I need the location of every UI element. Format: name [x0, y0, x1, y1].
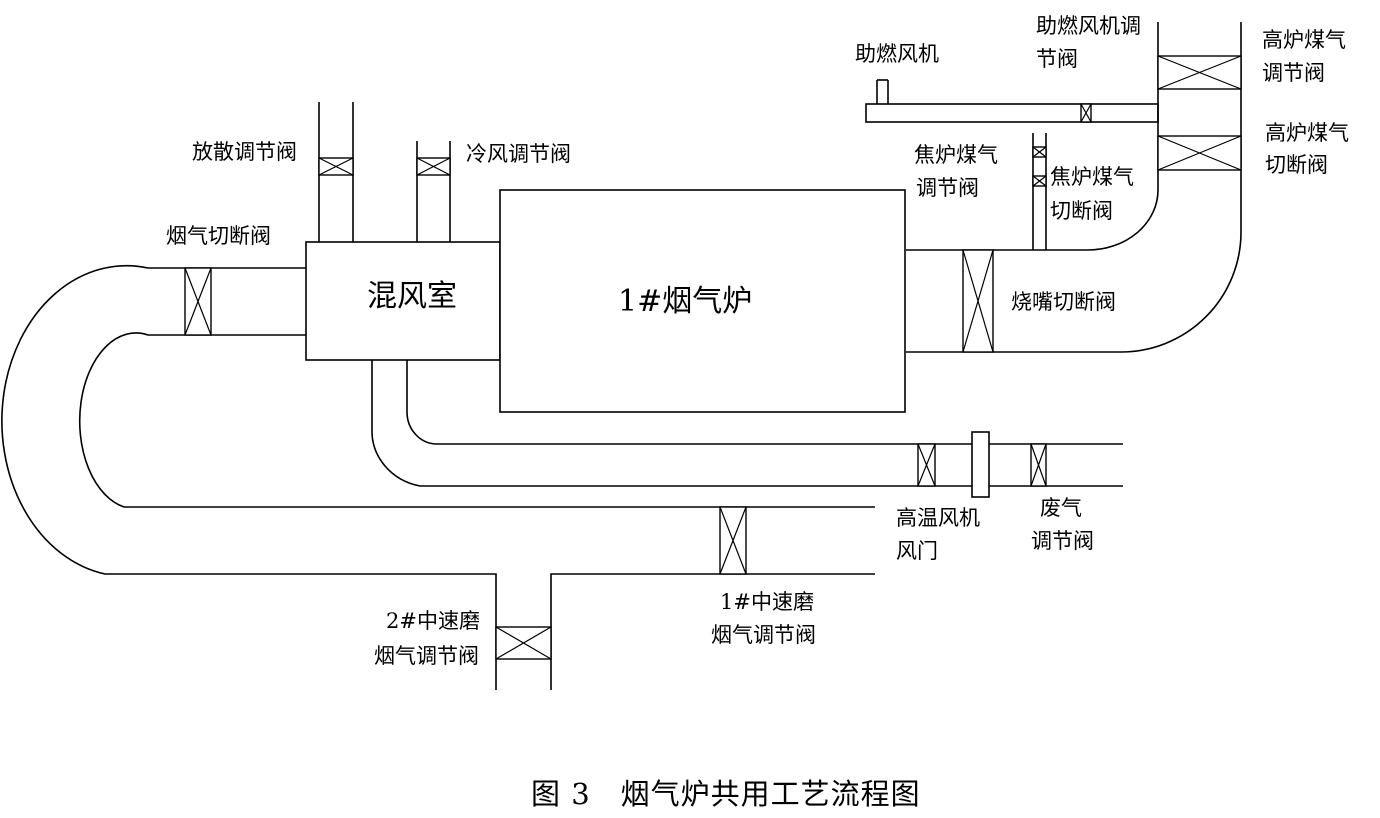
furnace-label: 1#烟气炉: [618, 284, 752, 319]
coke-gas-reg-label-1: 焦炉煤气: [914, 143, 998, 167]
mixing-chamber-label: 混风室: [367, 279, 457, 314]
hot-fan-line-outer: [371, 360, 1123, 487]
furnace-box: [499, 189, 906, 413]
bf-gas-line-outer: [906, 22, 1242, 353]
mill2-label-1: 2#中速磨: [386, 609, 480, 633]
bf-gas-line-inner: [906, 22, 1159, 251]
mill2-valve: [495, 626, 552, 660]
bf-gas-reg-valve: [1157, 55, 1242, 90]
combustion-fan-valve: [1080, 103, 1092, 123]
vent-valve: [318, 157, 354, 176]
flue-loop-outer: [1, 264, 497, 690]
combustion-fan-label: 助燃风机: [855, 42, 939, 66]
combustion-fan-valve-label-2: 节阀: [1036, 47, 1078, 71]
flue-cut-valve: [184, 267, 212, 336]
vent-valve-label: 放散调节阀: [192, 140, 297, 164]
coke-gas-cut-valve: [1032, 175, 1047, 187]
flue-loop-inner: [78, 332, 875, 508]
waste-gas-valve: [1030, 443, 1047, 487]
waste-gas-label-1: 废气: [1040, 496, 1082, 520]
hot-fan-line-inner: [406, 360, 1123, 445]
mill1-label-2: 烟气调节阀: [711, 623, 816, 647]
bf-gas-cut-valve: [1157, 135, 1242, 171]
bf-gas-reg-label-1: 高炉煤气: [1262, 28, 1346, 52]
waste-gas-label-2: 调节阀: [1031, 529, 1094, 553]
hot-fan-door-label-1: 高温风机: [896, 506, 980, 530]
cold-air-valve-label: 冷风调节阀: [466, 142, 571, 166]
combustion-air-pipe: [865, 103, 1159, 123]
cold-air-valve: [416, 157, 451, 176]
bf-gas-cut-label-2: 切断阀: [1265, 153, 1328, 177]
flue-cut-label: 烟气切断阀: [166, 224, 271, 248]
bf-gas-reg-label-2: 调节阀: [1262, 61, 1325, 85]
hot-fan-block: [971, 431, 990, 498]
coke-gas-reg-label-2: 调节阀: [916, 176, 979, 200]
coke-gas-reg-valve: [1032, 146, 1047, 158]
bf-gas-cut-label-1: 高炉煤气: [1265, 121, 1349, 145]
mixing-chamber-box: [305, 241, 501, 361]
combustion-fan-valve-label-1: 助燃风机调: [1036, 14, 1141, 38]
mill2-label-2: 烟气调节阀: [374, 644, 479, 668]
figure-caption: 图 3 烟气炉共用工艺流程图: [531, 777, 921, 811]
mill1-label-1: 1#中速磨: [720, 590, 814, 614]
hot-fan-door-valve: [917, 443, 936, 487]
burner-cut-label: 烧嘴切断阀: [1011, 290, 1116, 314]
coke-gas-cut-label-1: 焦炉煤气: [1050, 165, 1134, 189]
mill1-valve: [719, 506, 747, 575]
hot-fan-door-label-2: 风门: [896, 539, 938, 563]
burner-cut-valve: [962, 249, 994, 353]
coke-gas-cut-label-2: 切断阀: [1050, 199, 1113, 223]
